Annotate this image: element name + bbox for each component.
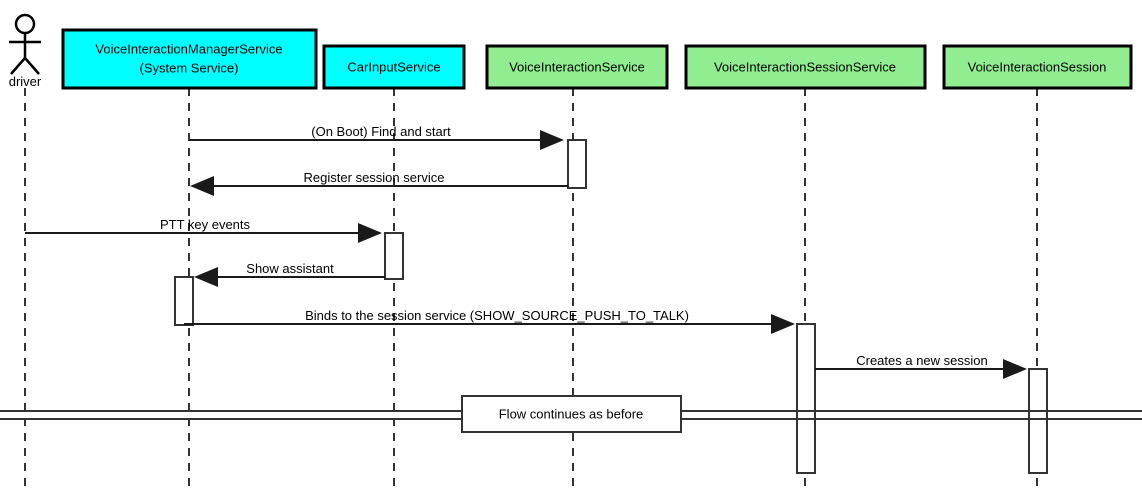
participant-voiceinteractionsession[interactable]: VoiceInteractionSession (942, 44, 1133, 90)
participant-box[interactable] (684, 44, 927, 90)
participant-box[interactable] (485, 44, 669, 90)
participant-box[interactable] (61, 28, 318, 90)
message-label: Binds to the session service (SHOW_SOURC… (305, 308, 689, 323)
actor-label-driver: driver (9, 74, 42, 89)
activation-bar-voiceinteractionmanagerservice (174, 276, 194, 326)
participant-label-line1: VoiceInteractionSessionService (714, 59, 896, 74)
participant-label-line1: VoiceInteractionManagerService (95, 41, 282, 56)
actor-leg-right-icon (24, 57, 40, 75)
participant-box[interactable] (322, 44, 466, 90)
participant-label-line1: CarInputService (347, 59, 440, 74)
activation-bar-carinputservice (384, 232, 404, 280)
flow-divider: Flow continues as before (0, 395, 1142, 433)
participant-voiceinteractionmanagerservice[interactable]: VoiceInteractionManagerService (System S… (61, 28, 318, 90)
message-register-session-service[interactable]: Register session service (190, 170, 568, 196)
message-binds-to-session-service[interactable]: Binds to the session service (SHOW_SOURC… (184, 308, 795, 334)
message-creates-a-new-session[interactable]: Creates a new session (815, 353, 1027, 379)
participant-label-line1: VoiceInteractionService (509, 59, 645, 74)
actor-driver[interactable]: driver (9, 13, 42, 89)
divider-note-label: Flow continues as before (499, 406, 644, 421)
message-ptt-key-events[interactable]: PTT key events (25, 217, 382, 243)
message-show-assistant[interactable]: Show assistant (194, 261, 385, 287)
divider-note-box (461, 395, 682, 433)
message-label: Creates a new session (856, 353, 988, 368)
actor-head-icon (14, 13, 36, 35)
message-on-boot-find-and-start[interactable]: (On Boot) Find and start (189, 124, 564, 150)
activation-bar-voiceinteractionsession (1028, 368, 1048, 474)
participant-box[interactable] (942, 44, 1133, 90)
activation-bar-voiceinteractionsessionservice (796, 323, 816, 474)
participant-label-line1: VoiceInteractionSession (968, 59, 1107, 74)
participant-label-line2: (System Service) (140, 60, 239, 75)
message-label: (On Boot) Find and start (311, 124, 451, 139)
actor-leg-left-icon (10, 57, 26, 75)
message-label: Show assistant (246, 261, 334, 276)
message-label: Register session service (304, 170, 445, 185)
activation-bar-voiceinteractionservice (567, 139, 587, 189)
participant-voiceinteractionsessionservice[interactable]: VoiceInteractionSessionService (684, 44, 927, 90)
message-label: PTT key events (160, 217, 251, 232)
participant-carinputservice[interactable]: CarInputService (322, 44, 466, 90)
participant-voiceinteractionservice[interactable]: VoiceInteractionService (485, 44, 669, 90)
